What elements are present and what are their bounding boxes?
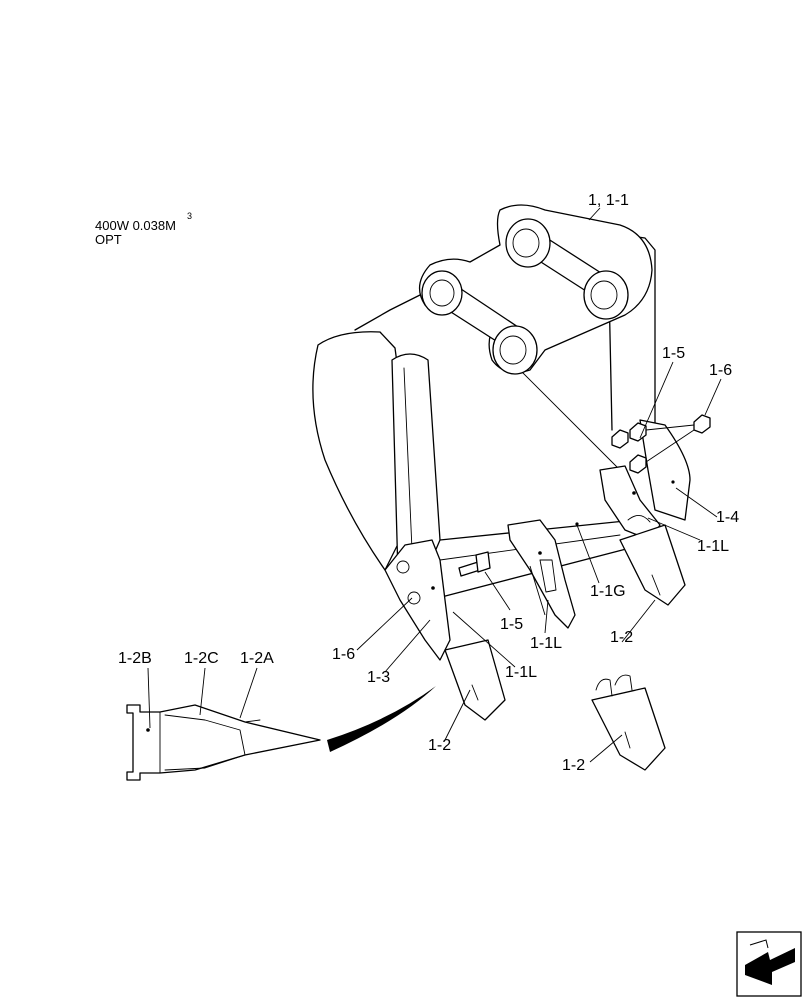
tooth-detail (126, 686, 436, 781)
tooth-left (444, 639, 506, 721)
adapter-center (507, 519, 576, 629)
link-bosses (418, 204, 653, 375)
diagram-header: 400W 0.038M 3 OPT (95, 211, 192, 247)
callout-bucket: 1, 1-1 (588, 192, 629, 209)
tooth-center-exploded (591, 674, 666, 771)
model-capacity-text: 400W 0.038M (95, 218, 176, 233)
leader-lines (147, 207, 722, 763)
bolt-part (458, 551, 491, 577)
callout-tooth-right: 1-2 (610, 629, 633, 646)
callout-adapter-left: 1-1L (505, 664, 537, 681)
callout-detail-b: 1-2B (118, 650, 152, 667)
callout-tooth-left: 1-2 (428, 737, 451, 754)
callout-detail-c: 1-2C (184, 650, 219, 667)
callout-nut-upper: 1-5 (662, 345, 685, 362)
callout-nut-right: 1-6 (709, 362, 732, 379)
tooth-right (619, 524, 686, 606)
callout-labels: 1, 1-1 1-5 1-6 1-4 1-1L 1-1G 1-5 1-1L 1-… (118, 192, 739, 774)
option-text: OPT (95, 232, 122, 247)
nuts-right (611, 414, 711, 474)
callout-side-cutter: 1-3 (367, 669, 390, 686)
capacity-unit-superscript: 3 (187, 211, 192, 221)
side-cutter-left (384, 539, 451, 661)
callout-bolt: 1-5 (500, 616, 523, 633)
callout-detail-a: 1-2A (240, 650, 274, 667)
callout-tooth-center: 1-2 (562, 757, 585, 774)
next-page-arrow-icon[interactable] (736, 931, 802, 997)
bucket-body (312, 231, 691, 601)
callout-adapter-right: 1-1L (697, 538, 729, 555)
callout-side-plate: 1-4 (716, 509, 739, 526)
callout-center-weld: 1-1G (590, 583, 626, 600)
callout-adapter-center: 1-1L (530, 635, 562, 652)
callout-nut-left: 1-6 (332, 646, 355, 663)
